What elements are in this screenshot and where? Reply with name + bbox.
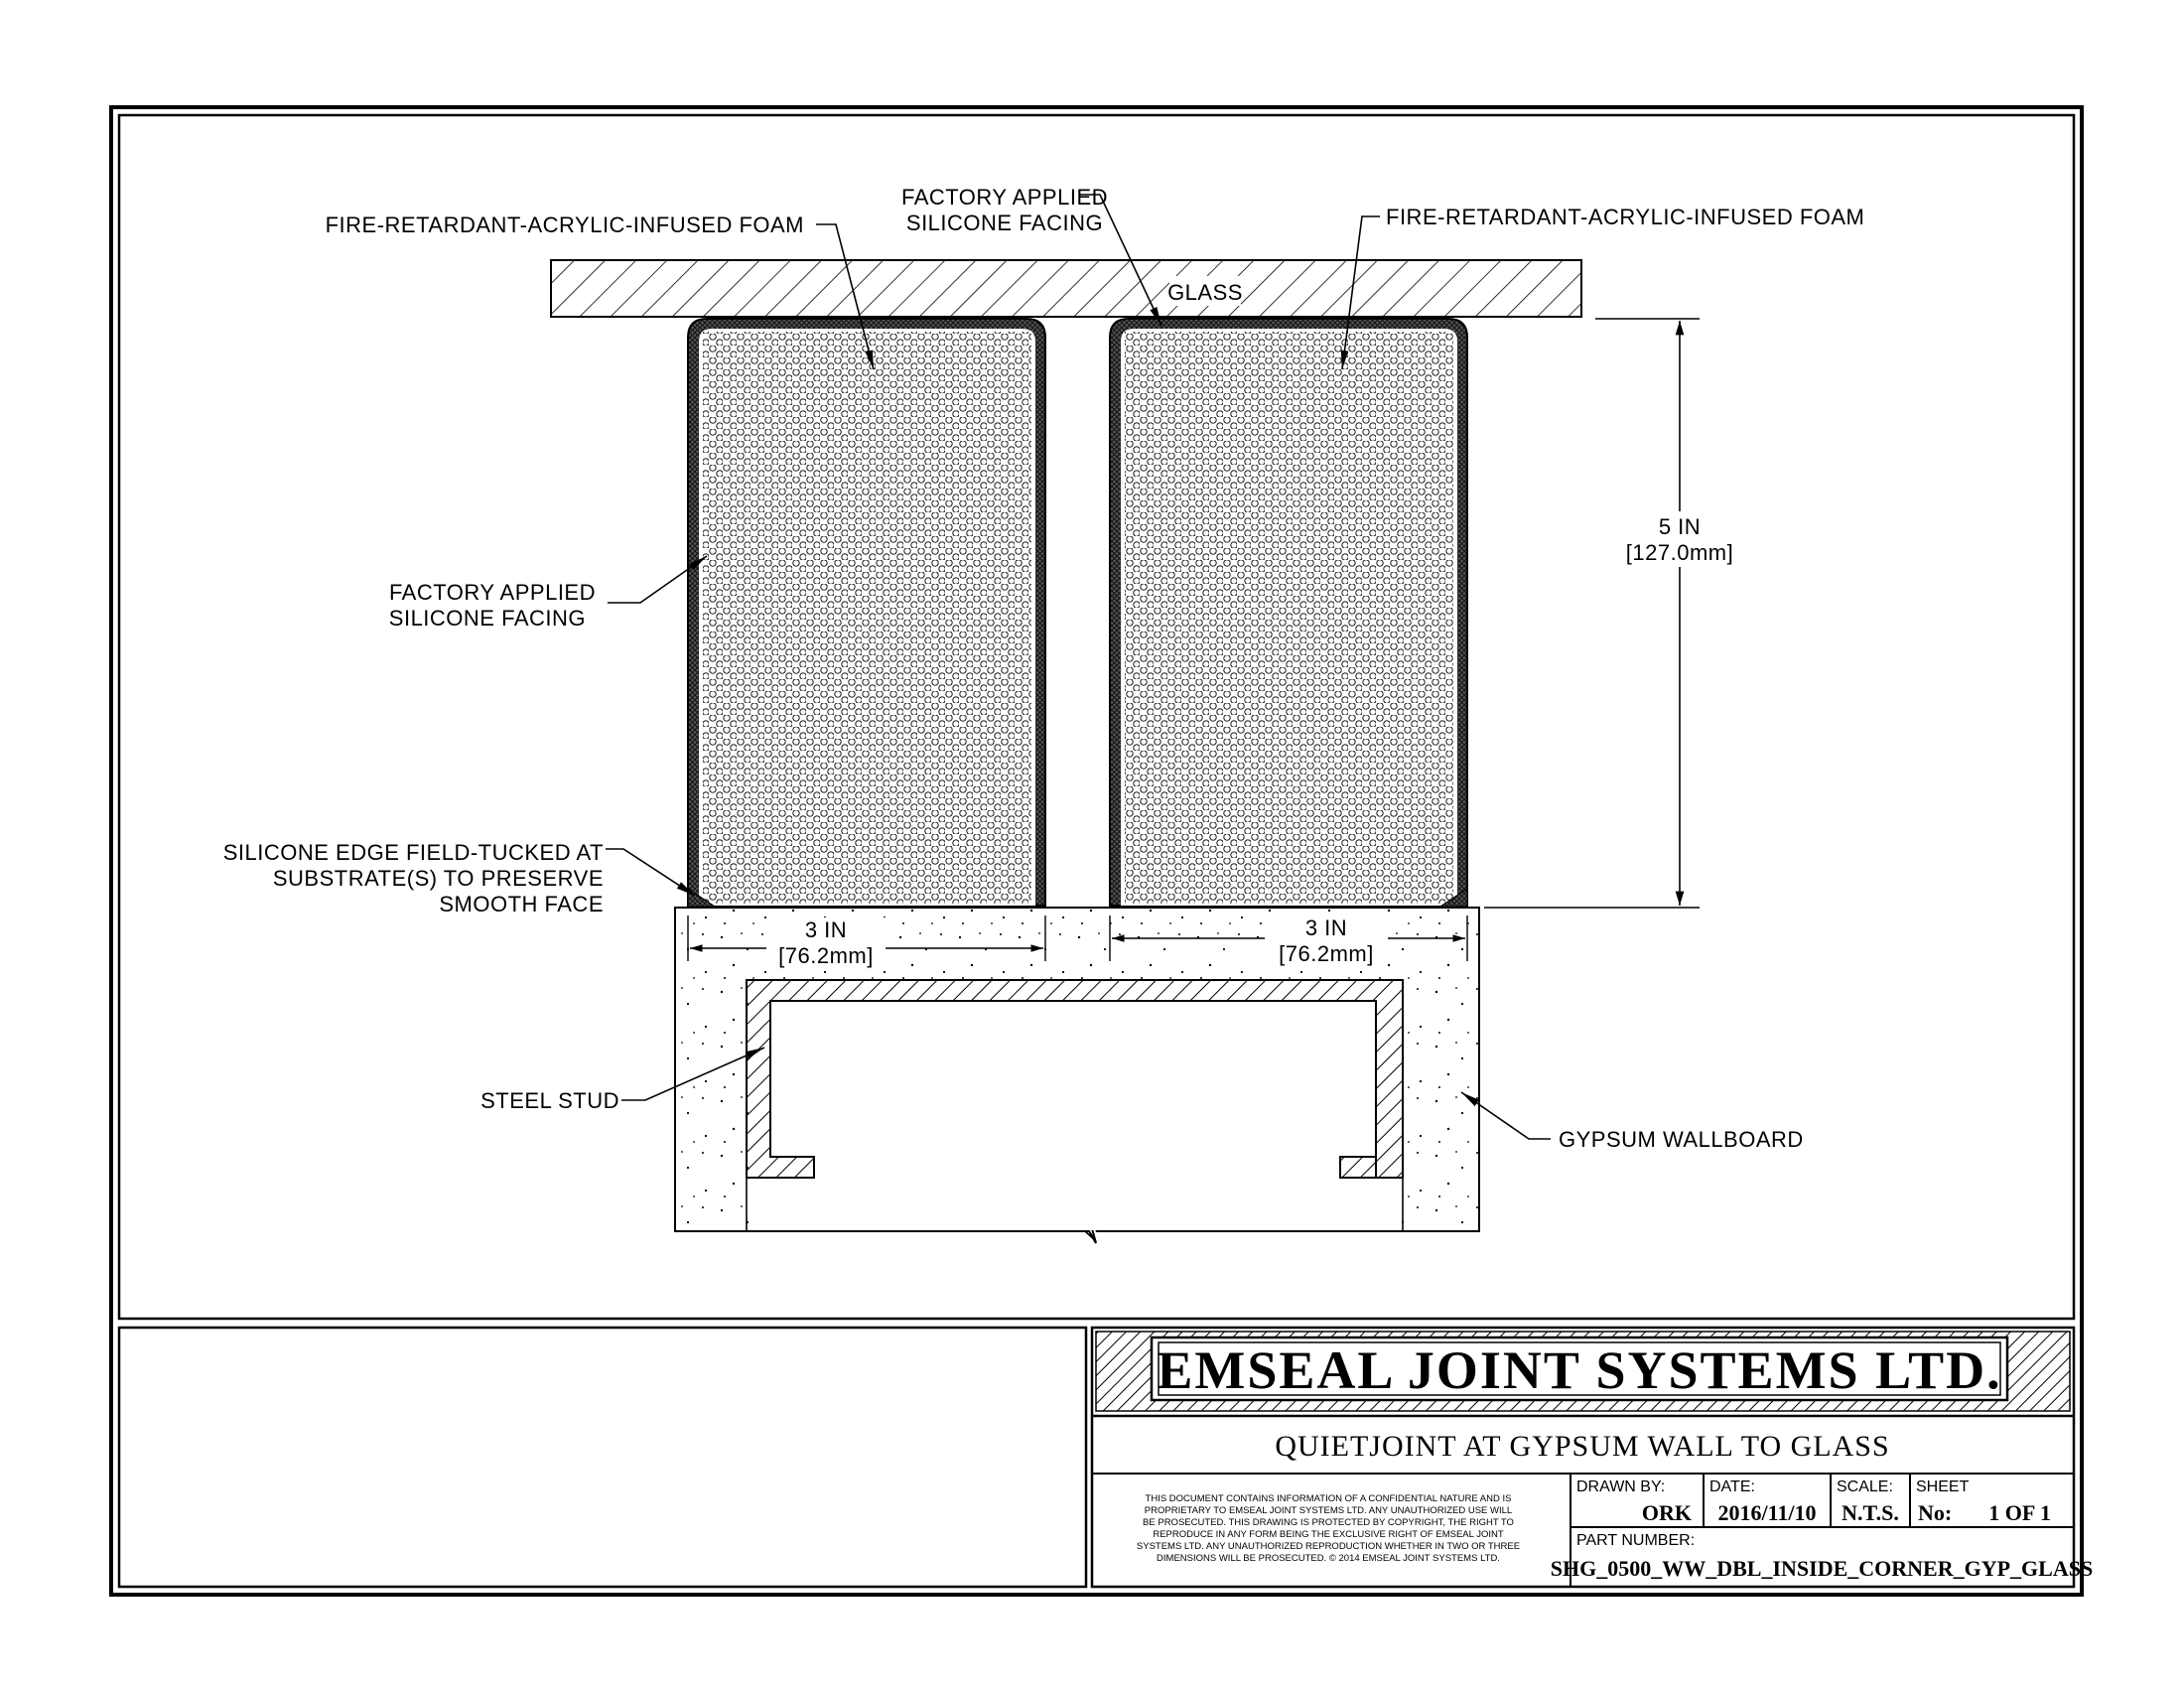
sheet-border-inner xyxy=(117,113,2076,1321)
facing-label-top-2: SILICONE FACING xyxy=(906,211,1103,235)
height-dimension-in: 5 IN xyxy=(1659,514,1701,539)
part-number-label: PART NUMBER: xyxy=(1576,1532,1695,1549)
confidential-line-4: REPRODUCE IN ANY FORM BEING THE EXCLUSIV… xyxy=(1153,1529,1504,1540)
width-left-mm: [76.2mm] xyxy=(778,943,874,968)
foam-block-right xyxy=(1109,318,1468,907)
confidential-line-3: BE PROSECUTED. THIS DRAWING IS PROTECTED… xyxy=(1143,1517,1514,1528)
glass-panel xyxy=(550,259,1582,318)
sheet-border-outer xyxy=(109,105,2084,1597)
glass-label: GLASS xyxy=(1167,280,1243,305)
glass-label-mask xyxy=(1169,276,1241,306)
width-right-in: 3 IN xyxy=(1305,915,1347,940)
height-dimension xyxy=(1484,318,1721,909)
steel-stud xyxy=(746,979,1404,1179)
width-left-in: 3 IN xyxy=(805,917,847,942)
edge-label-1: SILICONE EDGE FIELD-TUCKED AT xyxy=(223,840,604,865)
scale-value: N.T.S. xyxy=(1842,1500,1899,1525)
width-dimension-right xyxy=(1109,915,1468,967)
width-dimension-left xyxy=(687,915,1046,969)
foam-label-left: FIRE-RETARDANT-ACRYLIC-INFUSED FOAM xyxy=(326,212,804,237)
confidential-line-1: THIS DOCUMENT CONTAINS INFORMATION OF A … xyxy=(1146,1493,1512,1504)
sheet-value: 1 OF 1 xyxy=(1988,1500,2051,1525)
silicone-edge-fillet-right xyxy=(1438,887,1468,908)
leaders xyxy=(606,194,1551,1140)
scale-label: SCALE: xyxy=(1837,1478,1893,1495)
company-name: EMSEAL JOINT SYSTEMS LTD. xyxy=(1157,1340,2001,1400)
drawing-title: QUIETJOINT AT GYPSUM WALL TO GLASS xyxy=(1275,1430,1889,1463)
sheet-label: SHEET xyxy=(1916,1478,1970,1495)
width-right-mm: [76.2mm] xyxy=(1279,941,1374,966)
gypsum-label: GYPSUM WALLBOARD xyxy=(1559,1127,1804,1152)
foam-block-left xyxy=(687,318,1046,907)
confidential-line-6: DIMENSIONS WILL BE PROSECUTED. © 2014 EM… xyxy=(1157,1553,1500,1564)
edge-label-2: SUBSTRATE(S) TO PRESERVE xyxy=(273,866,604,891)
steel-stud-label: STEEL STUD xyxy=(480,1088,619,1113)
facing-label-left-1: FACTORY APPLIED xyxy=(389,580,596,605)
confidential-line-5: SYSTEMS LTD. ANY UNAUTHORIZED REPRODUCTI… xyxy=(1137,1541,1520,1552)
sheet-no-label: No: xyxy=(1918,1500,1952,1525)
drawn-by-label: DRAWN BY: xyxy=(1576,1478,1665,1495)
date-label: DATE: xyxy=(1709,1478,1755,1495)
title-block xyxy=(117,1326,2076,1589)
edge-label-3: SMOOTH FACE xyxy=(439,892,604,916)
part-number-value: SHG_0500_WW_DBL_INSIDE_CORNER_GYP_GLASS xyxy=(1551,1556,2093,1581)
height-dimension-mm: [127.0mm] xyxy=(1626,540,1733,565)
confidential-line-2: PROPRIETARY TO EMSEAL JOINT SYSTEMS LTD.… xyxy=(1145,1505,1512,1516)
drawn-by-value: ORK xyxy=(1642,1500,1692,1525)
foam-label-right: FIRE-RETARDANT-ACRYLIC-INFUSED FOAM xyxy=(1386,205,1864,229)
facing-label-left-2: SILICONE FACING xyxy=(389,606,586,631)
facing-label-top-1: FACTORY APPLIED xyxy=(901,185,1108,210)
date-value: 2016/11/10 xyxy=(1717,1500,1816,1525)
